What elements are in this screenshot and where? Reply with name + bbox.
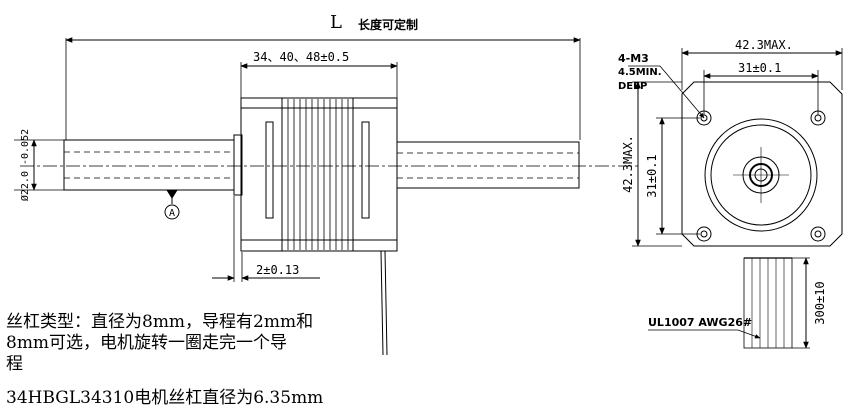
overall-length-note: 长度可定制 [358, 17, 418, 32]
screw-diameter-dim: Ø22.0 -0.052 [19, 129, 31, 201]
datum-circle [164, 204, 180, 220]
front-flange [233, 134, 243, 196]
lead-screw-left [63, 139, 235, 191]
lead-screw-type-line2: 8mm可选，电机旋转一圈走完一个导 [6, 333, 288, 353]
motor-face [681, 81, 843, 247]
lead-screw-type-line1: 丝杠类型：直径为8mm，导程有2mm和 [6, 312, 314, 332]
hole-spacing-dim: 31±0.1 [738, 61, 781, 75]
mounting-holes [696, 110, 826, 242]
front-view [14, 37, 640, 356]
cable-spec: UL1007 AWG26# [648, 316, 752, 329]
offset-dim: 2±0.13 [256, 263, 299, 277]
lead-wire [380, 250, 384, 356]
overall-length-symbol: L [330, 12, 342, 33]
body-length-dim: 34、40、48±0.5 [253, 50, 349, 64]
lead-screw-type-line3: 程 [6, 354, 23, 374]
model-note: 34HBGL34310电机丝杠直径为6.35mm [6, 388, 324, 408]
lead-screw-right [396, 141, 580, 189]
flange-boss [704, 118, 818, 232]
lead-length-dim: 300±10 [813, 281, 827, 324]
hole-spec-line2: 4.5MIN. [618, 67, 662, 78]
width-max-dim: 42.3MAX. [735, 38, 793, 52]
datum-label: A [169, 208, 175, 219]
hole-spacing-v-dim: 31±0.1 [645, 154, 659, 197]
hole-spec-line3: DEEP [618, 81, 647, 92]
hole-spec-line1: 4-M3 [618, 52, 649, 65]
height-max-dim: 42.3MAX. [621, 135, 635, 193]
datum-triangle [166, 189, 178, 199]
motor-body [240, 97, 398, 252]
end-view [628, 48, 843, 349]
